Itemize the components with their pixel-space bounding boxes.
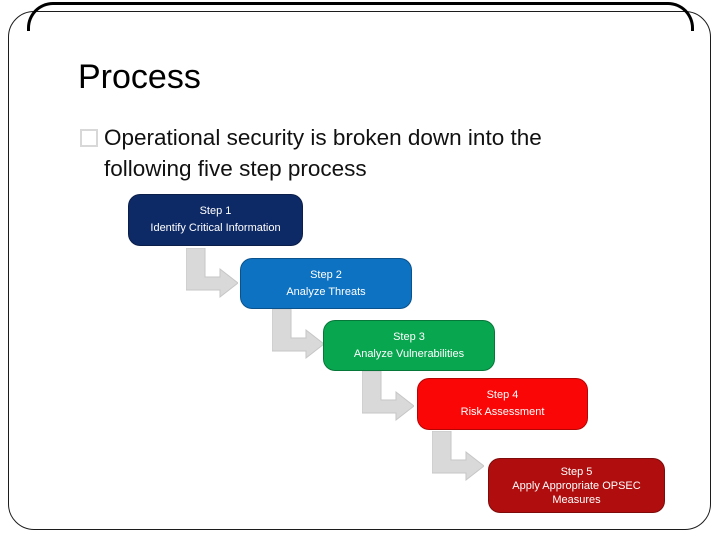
step-box-4: Step 4 Risk Assessment [417,378,588,430]
step-box-5: Step 5 Apply Appropriate OPSEC Measures [488,458,665,513]
step-description: Analyze Threats [286,285,366,298]
step-label: Step 4 [486,389,519,401]
step-label: Step 2 [310,268,342,281]
step-description: Risk Assessment [460,406,545,418]
bent-arrow-shape [272,309,324,360]
bent-arrow-icon [272,309,324,360]
bent-arrow-icon [362,371,414,422]
bent-arrow-icon [432,431,484,482]
step-label: Step 1 [199,205,232,217]
bent-arrow-icon [186,248,238,299]
bent-arrow-shape [432,431,484,482]
step-box-2: Step 2 Analyze Threats [240,258,412,309]
bent-arrow-shape [362,371,414,422]
bullet-item: Operational security is broken down into… [80,122,632,184]
step-label: Step 5 [560,465,593,478]
step-box-3: Step 3 Analyze Vulnerabilities [323,320,495,371]
step-description: Apply Appropriate OPSEC Measures [512,479,641,506]
step-label: Step 3 [393,330,425,343]
slide-title: Process [78,58,201,96]
step-description: Identify Critical Information [150,222,281,234]
bullet-text: Operational security is broken down into… [104,125,542,181]
step-description: Analyze Vulnerabilities [353,347,465,360]
background-arc-shape [27,2,694,31]
bent-arrow-shape [186,248,238,299]
square-bullet-icon [80,129,98,147]
step-box-1: Step 1 Identify Critical Information [128,194,303,246]
